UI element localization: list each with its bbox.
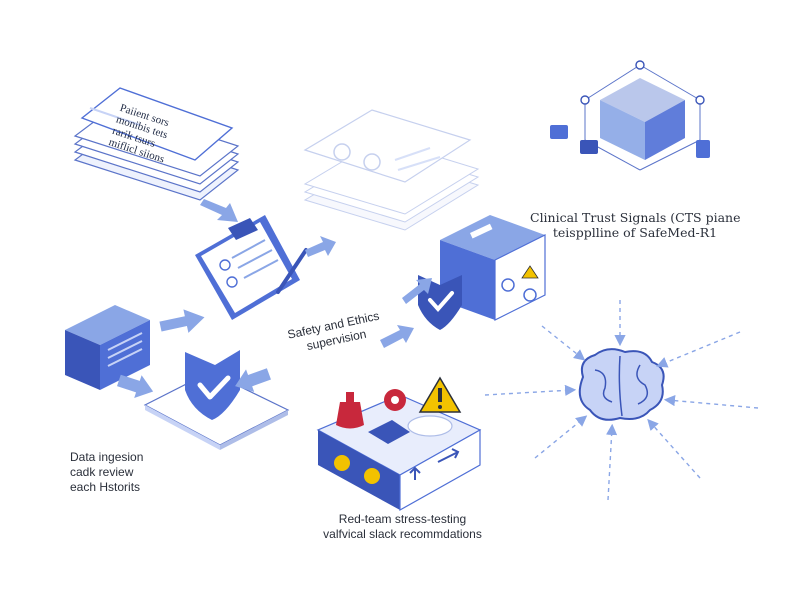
cts-title-line: teispplline of SafeMed-R1	[552, 225, 718, 240]
data-ingestion-label: Data ingesion cadk review each Hstorits	[70, 450, 143, 495]
flow-arrows	[117, 199, 432, 399]
cts-pipeline-label: Clinical Trust Signals (CTS piane teispp…	[530, 210, 740, 240]
red-team-line: Red-team stress-testing	[338, 512, 467, 526]
warning-icon	[418, 376, 462, 413]
cts-title-line: Clinical Trust Signals (CTS piane	[530, 210, 741, 225]
network-cube-icon	[550, 60, 710, 171]
faded-document-stack-icon	[303, 109, 480, 231]
biohazard-icon	[384, 389, 406, 411]
red-team-label: Red-team stress-testing valfvical slack …	[300, 512, 505, 542]
clipboard-icon	[195, 215, 308, 320]
data-ingestion-line: each Hstorits	[70, 480, 141, 494]
brain-icon	[578, 348, 665, 421]
brain-input-arrows	[484, 300, 759, 501]
patient-document-stack-icon	[73, 87, 240, 201]
flask-icon	[336, 392, 364, 429]
server-icon	[65, 305, 150, 390]
data-ingestion-line: Data ingesion	[70, 450, 144, 464]
data-ingestion-line: cadk review	[70, 465, 134, 479]
shield-check-icon	[143, 350, 290, 450]
secure-cube-icon	[418, 215, 546, 330]
red-team-line: valfvical slack recommdations	[323, 527, 482, 541]
